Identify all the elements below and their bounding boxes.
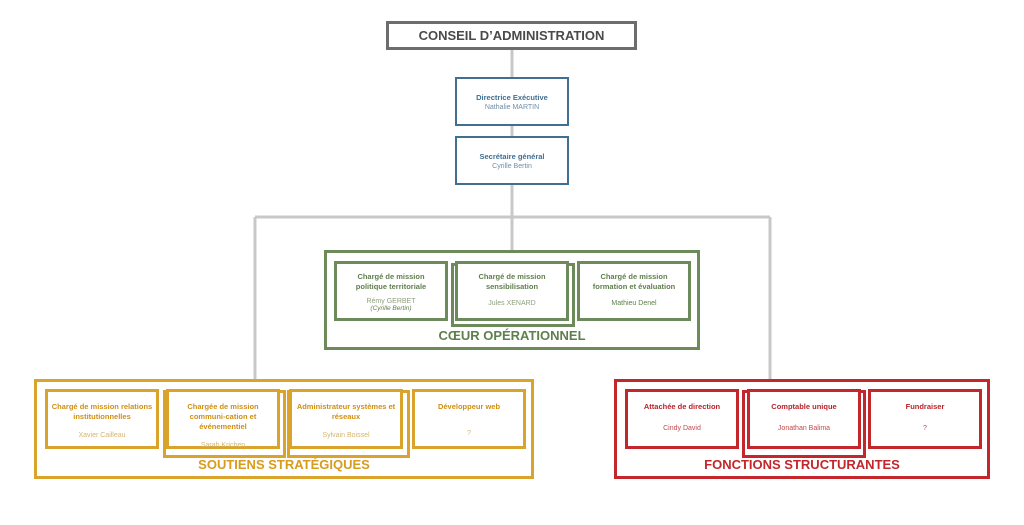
role-title: Chargé de mission relations institutionn… [51,402,153,421]
role-name: ? [923,425,927,432]
board-label: CONSEIL D’ADMINISTRATION [418,28,605,43]
director-name: Nathalie MARTIN [484,104,540,111]
structural-group: Attachée de direction Cindy David Compta… [614,379,990,479]
role-name: Mathieu Denel [611,300,657,307]
role-title: Administrateur systèmes et réseaux [296,402,396,421]
role-title: Chargé de mission politique territoriale [355,272,427,291]
core-role-awareness: Chargé de mission sensibilisation Jules … [455,261,569,321]
secretary-name: Cyrille Bertin [492,163,532,170]
role-name: Cindy David [663,425,701,432]
role-note: (Cyrille Bertin) [370,305,412,312]
role-title: Chargé de mission formation et évaluatio… [592,272,676,291]
secretary-title: Secrétaire général [479,152,545,161]
support-role-institutional: Chargé de mission relations institutionn… [45,389,159,449]
core-role-training: Chargé de mission formation et évaluatio… [577,261,691,321]
structural-role-assistant: Attachée de direction Cindy David [625,389,739,449]
secretary-box: Secrétaire général Cyrille Bertin [455,136,569,185]
role-name: Sylvain Boissel [322,432,370,439]
board-box: CONSEIL D’ADMINISTRATION [386,21,637,50]
director-box: Directrice Exécutive Nathalie MARTIN [455,77,569,126]
support-role-communication: Chargée de mission communi-cation et évé… [166,389,280,449]
support-role-webdev: Développeur web ? [412,389,526,449]
structural-role-fundraiser: Fundraiser ? [868,389,982,449]
role-name: Jules XENARD [488,300,536,307]
core-role-territorial: Chargé de mission politique territoriale… [334,261,448,321]
director-title: Directrice Exécutive [476,93,548,102]
role-title: Comptable unique [771,402,837,411]
role-title: Développeur web [437,402,501,411]
support-role-sysadmin: Administrateur systèmes et réseaux Sylva… [289,389,403,449]
structural-group-title: FONCTIONS STRUCTURANTES [704,457,900,472]
role-name: ? [467,430,471,437]
role-name: Rémy GERBET [366,298,416,305]
role-title: Chargée de mission communi-cation et évé… [187,402,259,431]
role-name: Xavier Cailleau [78,432,126,439]
core-group-title: CŒUR OPÉRATIONNEL [438,328,586,343]
structural-role-accountant: Comptable unique Jonathan Balima [747,389,861,449]
role-title: Chargé de mission sensibilisation [478,272,546,291]
role-title: Attachée de direction [643,402,721,411]
role-name: Sarah Krichen [200,442,246,449]
core-group: Chargé de mission politique territoriale… [324,250,700,350]
support-group-title: SOUTIENS STRATÉGIQUES [198,457,370,472]
role-title: Fundraiser [905,402,945,411]
support-group: Chargé de mission relations institutionn… [34,379,534,479]
role-name: Jonathan Balima [777,425,831,432]
